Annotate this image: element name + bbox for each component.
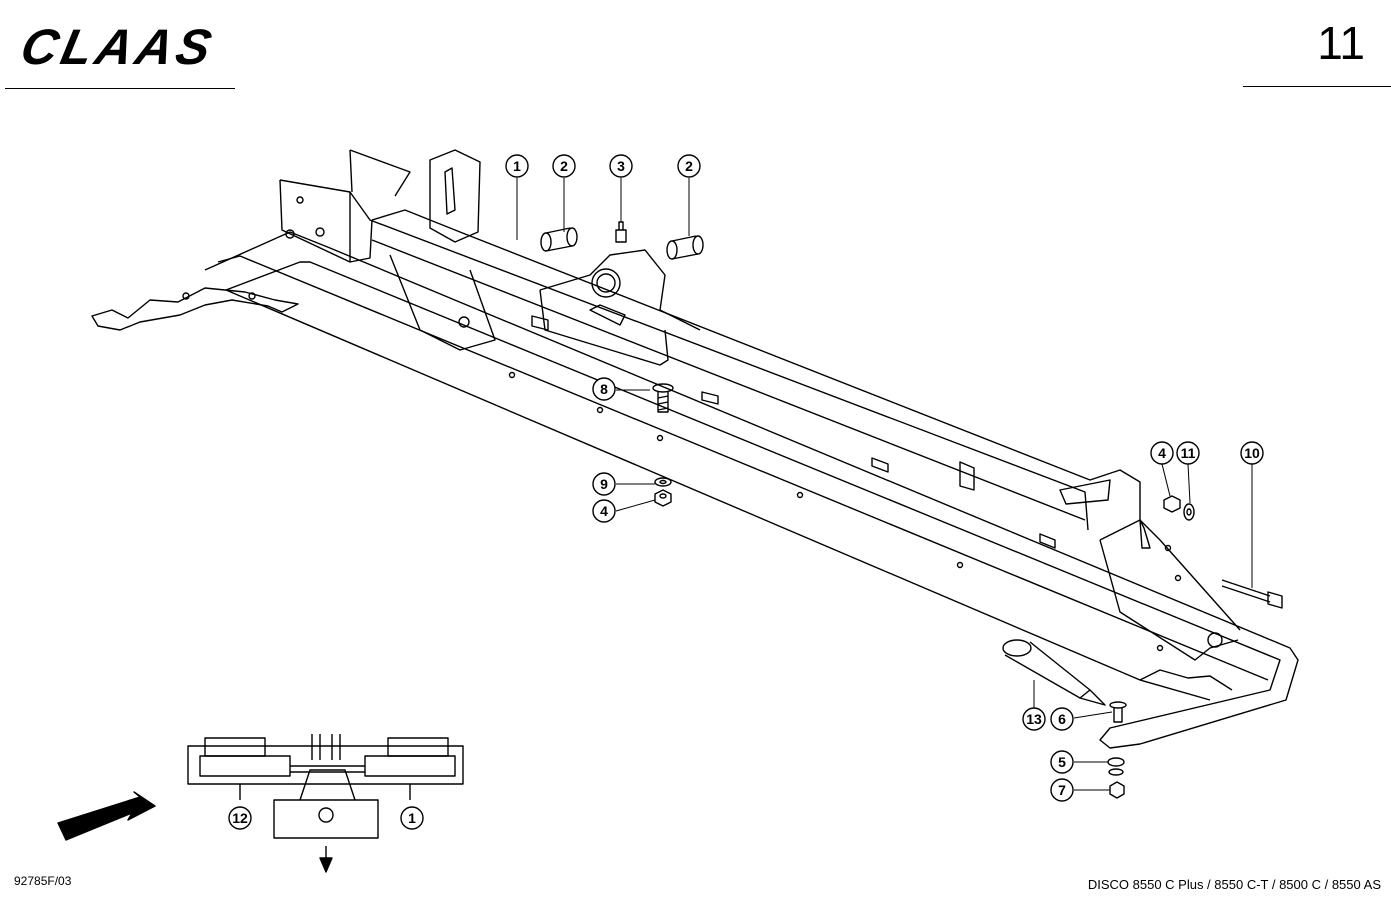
upper-main-beam	[279, 149, 1241, 661]
bushing-right	[666, 235, 704, 260]
callout-2b: 2	[677, 154, 701, 178]
svg-text:7: 7	[1058, 782, 1066, 798]
washer-9	[654, 477, 672, 487]
svg-text:10: 10	[1244, 445, 1260, 461]
callout-3: 3	[609, 154, 633, 178]
svg-text:11: 11	[1181, 445, 1196, 461]
svg-text:9: 9	[600, 476, 608, 492]
drawing-id: 92785F/03	[14, 874, 72, 888]
inset-overview-diagram	[187, 734, 464, 873]
callout-12: 12	[228, 806, 252, 830]
bolt-6	[1109, 701, 1127, 723]
grease-nipple	[615, 221, 627, 243]
svg-text:1: 1	[513, 158, 521, 174]
nut-4-right	[1163, 495, 1181, 513]
callout-8: 8	[592, 377, 616, 401]
nut-4	[654, 489, 672, 507]
page-number: 11	[1317, 17, 1365, 69]
bushing-left	[540, 227, 578, 252]
guard-tube-13	[1002, 639, 1106, 706]
svg-text:13: 13	[1026, 711, 1042, 727]
nut-7	[1109, 781, 1125, 799]
callout-13: 13	[1022, 707, 1046, 731]
callout-6: 6	[1050, 707, 1074, 731]
svg-text:12: 12	[232, 810, 248, 826]
callout-11: 11	[1176, 441, 1200, 465]
callout-1-inset: 1	[400, 806, 424, 830]
callout-4: 4	[592, 499, 616, 523]
svg-text:1: 1	[408, 810, 416, 826]
callout-1: 1	[505, 154, 529, 178]
svg-text:3: 3	[617, 158, 625, 174]
callout-2: 2	[552, 154, 576, 178]
header-rule-right	[1243, 86, 1391, 87]
svg-text:8: 8	[600, 381, 608, 397]
svg-text:5: 5	[1058, 754, 1066, 770]
carriage-bolt	[652, 383, 674, 413]
callout-5: 5	[1050, 750, 1074, 774]
callout-9: 9	[592, 472, 616, 496]
long-bolt-10	[1221, 579, 1283, 609]
callout-10: 10	[1240, 441, 1264, 465]
lower-frame-beam	[91, 231, 1299, 749]
svg-text:6: 6	[1058, 711, 1066, 727]
washer-5	[1107, 757, 1125, 776]
svg-text:4: 4	[1158, 445, 1166, 461]
svg-text:2: 2	[560, 158, 568, 174]
svg-text:2: 2	[685, 158, 693, 174]
washer-11	[1183, 503, 1195, 521]
svg-text:4: 4	[600, 503, 608, 519]
model-list: DISCO 8550 C Plus / 8550 C-T / 8500 C / …	[1087, 877, 1381, 892]
callout-layer: 1 2 3 2 8 9 4 4 11 10 13 6 5 7 12 1	[228, 154, 1264, 830]
direction-arrow-icon	[57, 791, 156, 841]
header-rule-left	[5, 88, 235, 89]
callout-7: 7	[1050, 778, 1074, 802]
callout-4b: 4	[1150, 441, 1174, 465]
leader-lines	[516, 178, 1253, 791]
